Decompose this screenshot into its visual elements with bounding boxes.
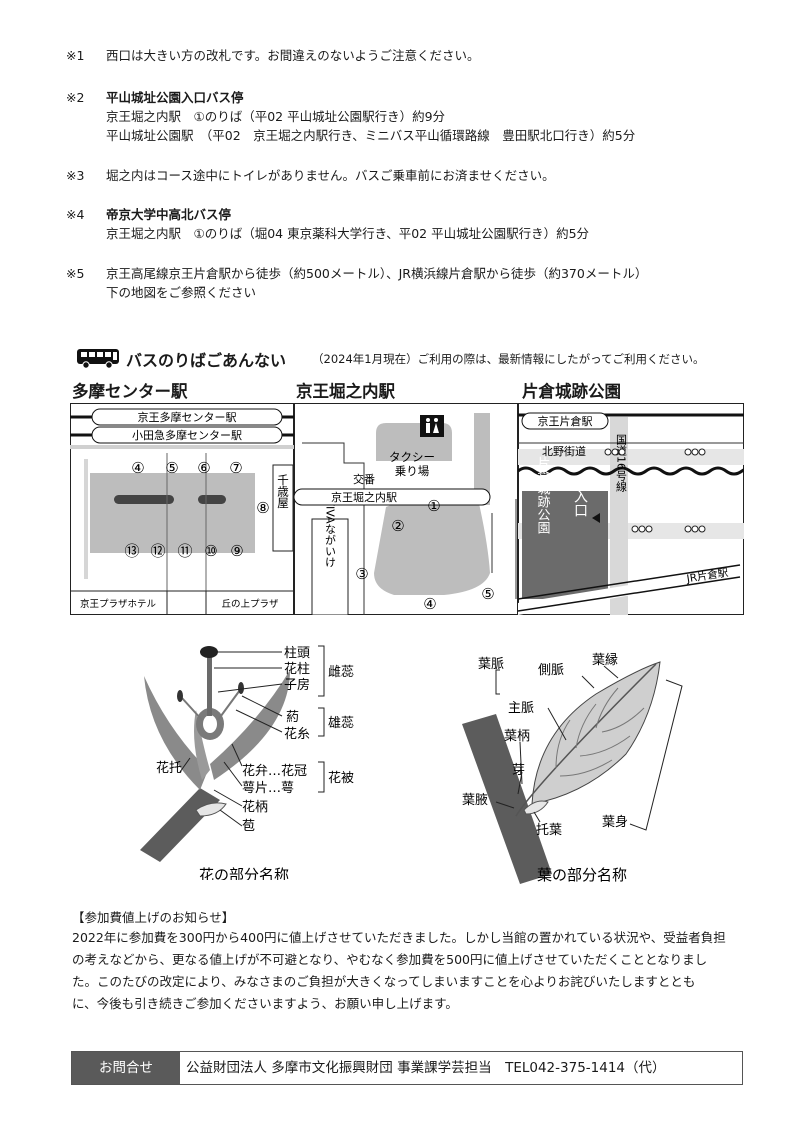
leaf-caption: 葉の部分名称 <box>537 866 627 884</box>
leaf-label-stipule: 托葉 <box>536 823 562 838</box>
bus-stop-7: ⑦ <box>229 459 242 477</box>
bus-stop-5: ⑤ <box>165 459 178 477</box>
fee-line: た。このたびの改定により、みなさまのご負担が大きくなってしまいますことを心よりお… <box>72 974 696 989</box>
note-line: 下の地図をご参照ください <box>106 285 257 300</box>
note-heading: 平山城址公園入口バス停 <box>106 90 244 105</box>
leaf-label-blade: 葉身 <box>602 814 628 830</box>
flower-label-perianth: 花被 <box>328 770 354 786</box>
leaf-diagram: 葉脈 側脈 葉縁 主脈 葉柄 芽 葉腋 托葉 葉身 葉の部分名称 <box>462 652 683 884</box>
fee-heading: 【参加費値上げのお知らせ】 <box>72 910 235 925</box>
flower-label-pistil: 雌蕊 <box>328 664 354 680</box>
station-label-keio-katakura: 京王片倉駅 <box>538 414 593 428</box>
flower-label-receptacle: 花托 <box>156 760 182 776</box>
toilet-icon <box>420 415 444 437</box>
bus-stop-13: ⑬ <box>124 542 139 560</box>
bus-stop-9: ⑨ <box>230 542 243 560</box>
bus-icon <box>77 349 119 369</box>
note-mark: ※2 <box>66 90 85 105</box>
note-mark: ※4 <box>66 207 85 222</box>
flower-label-stigma: 柱頭 <box>284 646 310 661</box>
flower-label-stamen: 雄蕊 <box>328 716 354 731</box>
building-chitoseya: 千歳屋 <box>276 474 290 509</box>
note-line: 京王堀之内駅 ①のりば（堀04 東京薬科大学行き、平02 平山城址公園駅行き）約… <box>106 226 590 241</box>
flower-caption: 花の部分名称 <box>199 866 289 880</box>
flower-label-style: 花柱 <box>284 661 310 677</box>
leaf-label-bud: 芽 <box>512 763 525 778</box>
rail-label-odakyu-tama: 小田急多摩センター駅 <box>132 428 242 442</box>
flower-label-pedicel: 花柄 <box>242 799 268 815</box>
bus-guide-title: バスのりばごあんない <box>126 351 287 370</box>
map-tama-center: 京王多摩センター駅 小田急多摩センター駅 ④ ⑤ ⑥ ⑦ ⑬ ⑫ ⑪ ⑩ ⑨ ⑧… <box>70 403 294 615</box>
station-label-horinouchi: 京王堀之内駅 <box>331 490 397 504</box>
fee-line: の考えなどから、更なる値上げが不可避となり、やむなく参加費を500円に値上げさせ… <box>72 952 708 967</box>
bus-stop-1: ① <box>427 497 440 515</box>
leaf-label-lateral: 側脈 <box>538 663 564 678</box>
note-line: 京王堀之内駅 ①のりば（平02 平山城址公園駅行き）約9分 <box>106 109 446 124</box>
leaf-label-midrib: 主脈 <box>508 701 534 716</box>
fee-line: に、今後も引き続きご参加くださいますよう、お願い申し上げます。 <box>72 996 458 1011</box>
note-mark: ※5 <box>66 266 85 281</box>
bus-stop-11: ⑪ <box>177 542 192 560</box>
flower-label-bract: 苞 <box>242 819 255 834</box>
map-horinouchi: VIVAながいけ 京王堀之内駅 タクシー 乗り場 交番 ① ② ③ ④ ⑤ <box>294 403 518 615</box>
contact-label: お問合せ <box>72 1052 180 1084</box>
bus-stop-6: ⑥ <box>197 459 210 477</box>
bus-stop-8: ⑧ <box>256 499 269 517</box>
leaf-label-vein: 葉脈 <box>478 657 504 672</box>
fee-line: 2022年に参加費を300円から400円に値上げさせていただきました。しかし当館… <box>72 930 726 945</box>
fee-notice: 【参加費値上げのお知らせ】 2022年に参加費を300円から400円に値上げさせ… <box>72 907 748 1015</box>
bus-stop-3: ③ <box>355 565 368 583</box>
flower-label-anther: 葯 <box>286 710 299 725</box>
building-viva-nagaike: VIVAながいけ <box>324 498 337 567</box>
bus-stop-10: ⑩ <box>204 542 217 560</box>
note-line: 平山城址公園駅 （平02 京王堀之内駅行き、ミニバス平山循環路線 豊田駅北口行き… <box>106 128 636 143</box>
park-entrance-label: 入口 <box>572 489 588 517</box>
station-title-tama: 多摩センター駅 <box>72 382 188 401</box>
leaf-label-axil: 葉腋 <box>462 793 488 808</box>
flower-label-filament: 花糸 <box>284 726 310 742</box>
road-label-route16: 国道16号線 <box>615 434 628 492</box>
flower-diagram: 柱頭 花柱 子房 雌蕊 葯 花糸 雄蕊 花托 花弁…花冠 萼片…萼 花被 花柄 … <box>140 645 354 880</box>
rail-label-keio-tama: 京王多摩センター駅 <box>138 410 237 424</box>
bus-stop-2: ② <box>391 517 404 535</box>
contact-text: 公益財団法人 多摩市文化振興財団 事業課学芸担当 TEL042-375-1414… <box>186 1060 666 1076</box>
station-title-horinouchi: 京王堀之内駅 <box>296 382 395 401</box>
leaf-label-petiole: 葉柄 <box>504 729 530 744</box>
bus-guide-note: （2024年1月現在）ご利用の際は、最新情報にしたがってご利用ください。 <box>312 352 705 366</box>
bus-stop-4-hori: ④ <box>423 595 436 613</box>
note-heading: 帝京大学中高北バス停 <box>106 207 232 222</box>
flower-label-ovary: 子房 <box>284 677 310 693</box>
koban-label: 交番 <box>353 472 375 486</box>
note-line: 西口は大きい方の改札です。お間違えのないようご注意ください。 <box>106 48 480 63</box>
leaf-label-margin: 葉縁 <box>592 652 618 668</box>
building-keio-plaza-hotel: 京王プラザホテル <box>80 598 157 610</box>
contact-box: お問合せ 公益財団法人 多摩市文化振興財団 事業課学芸担当 TEL042-375… <box>71 1051 743 1085</box>
building-okanoue-plaza: 丘の上プラザ <box>221 599 279 610</box>
note-mark: ※1 <box>66 48 85 63</box>
bus-stop-5-hori: ⑤ <box>481 585 494 603</box>
taxi-stand-line2: 乗り場 <box>395 464 430 478</box>
road-label-kitano-kaido: 北野街道 <box>542 444 586 458</box>
bus-stop-12: ⑫ <box>150 542 165 560</box>
taxi-stand-line1: タクシー <box>389 450 435 464</box>
note-line: 堀之内はコース途中にトイレがありません。バスご乗車前にお済ませください。 <box>106 168 555 183</box>
park-label-katakura: 片倉城跡公園 <box>535 456 551 534</box>
station-title-katakura: 片倉城跡公園 <box>522 382 621 401</box>
map-katakura: 京王片倉駅 北野街道 国道16号線 片倉城跡公園 入口 JR片倉駅 <box>518 403 744 615</box>
flower-label-petal: 花弁…花冠 <box>242 763 307 779</box>
note-mark: ※3 <box>66 168 85 183</box>
bus-stop-4: ④ <box>131 459 144 477</box>
note-line: 京王高尾線京王片倉駅から徒歩（約500メートル）、JR横浜線片倉駅から徒歩（約3… <box>106 266 648 281</box>
flower-label-sepal: 萼片…萼 <box>242 781 294 796</box>
